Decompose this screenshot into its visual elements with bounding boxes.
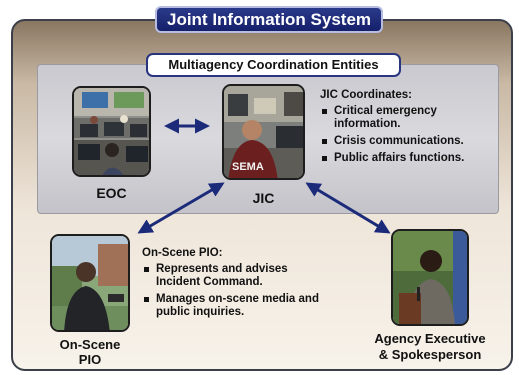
onscene-pio-photo	[50, 234, 130, 332]
panel-title: Multiagency Coordination Entities	[146, 53, 401, 77]
agency-executive-label: Agency Executive & Spokesperson	[360, 331, 500, 363]
onscene-pio-heading: On-Scene PIO:	[142, 247, 223, 259]
jic-coordinates-item: Critical emergency information.	[320, 105, 500, 131]
onscene-pio-label: On-Scene PIO	[40, 337, 140, 367]
onscene-pio-item: Represents and advises Incident Command.	[142, 263, 322, 289]
eoc-photo	[72, 86, 151, 177]
jic-photo: SEMA	[222, 84, 305, 180]
jic-onscene-arrow	[137, 182, 225, 234]
jic-label: JIC	[252, 190, 275, 206]
page-title: Joint Information System	[155, 6, 383, 33]
jic-coordinates-heading: JIC Coordinates:	[320, 89, 413, 101]
jic-coordinates-item: Crisis communications.	[320, 135, 500, 148]
jic-shirt-text: SEMA	[232, 161, 264, 173]
onscene-label-line2: PIO	[78, 352, 102, 367]
onscene-pio-item: Manages on-scene media and public inquir…	[142, 293, 322, 319]
jic-coordinates-item: Public affairs functions.	[320, 152, 500, 165]
agency-label-line1: Agency Executive	[374, 331, 486, 346]
jic-coordinates-block: JIC Coordinates: Critical emergency info…	[320, 89, 500, 169]
agency-label-line2: & Spokesperson	[378, 347, 482, 362]
eoc-label: EOC	[96, 185, 127, 201]
agency-executive-photo	[391, 229, 469, 326]
onscene-label-line1: On-Scene	[59, 337, 121, 352]
onscene-pio-block: On-Scene PIO: Represents and advises Inc…	[142, 247, 322, 323]
jic-agency-arrow	[305, 182, 391, 234]
